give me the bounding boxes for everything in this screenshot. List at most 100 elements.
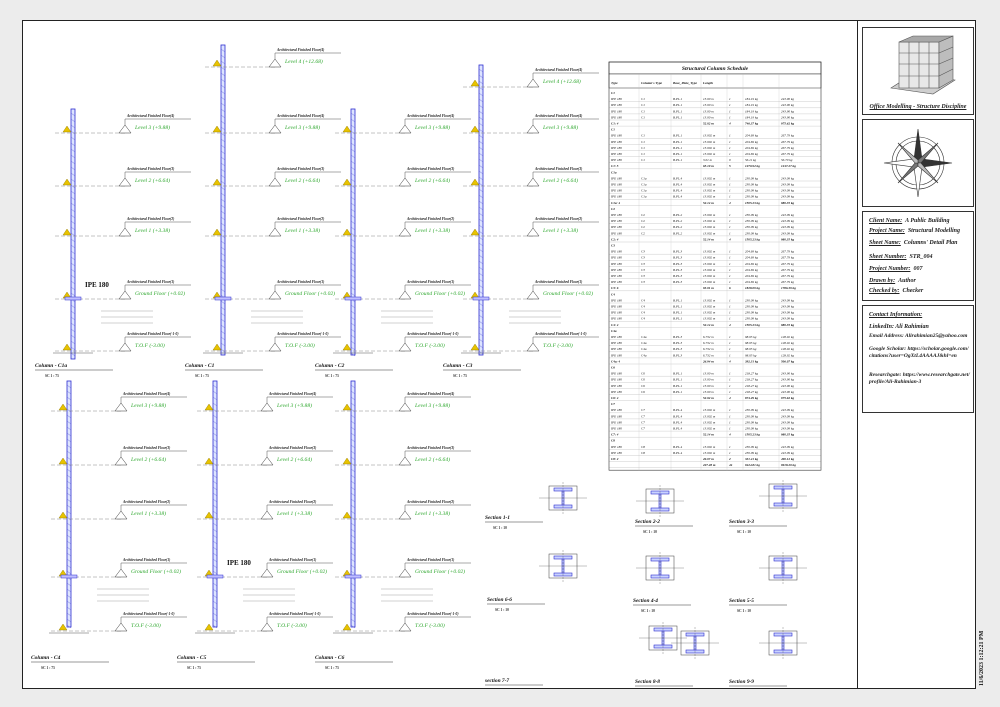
level-name: Ground Floor (+0.02)	[543, 290, 593, 297]
schedule-cell: 13.002 m	[703, 225, 716, 229]
level-marker-icon	[526, 290, 540, 300]
schedule-cell: 4	[728, 201, 731, 205]
schedule-cell: 52.14 m	[703, 237, 714, 241]
column-hatch	[350, 232, 356, 237]
column-hatch	[350, 450, 356, 455]
column-hatch	[478, 248, 484, 253]
base-plate-outline	[548, 553, 578, 579]
schedule-cell: 13.002 m	[703, 420, 716, 424]
column-member	[350, 380, 356, 628]
drawing-area: Architectural Finished Floor(4)Level 3 (…	[31, 44, 822, 687]
column-hatch	[66, 498, 72, 503]
column-hatch	[212, 456, 218, 461]
column-hatch	[70, 316, 76, 321]
schedule-cell: IPE 180	[610, 451, 622, 455]
schedule-cell: B.PL.3	[673, 262, 683, 266]
schedule-cell: 13.00 m	[703, 109, 714, 113]
column-hatch	[70, 322, 76, 327]
schedule-cell: IPE 180	[610, 189, 622, 193]
floor-tag-label: Architectural Finished Floor(1)	[276, 280, 324, 284]
section-detail-8: Section 8-8SC 1 : 10	[635, 627, 719, 687]
schedule-cell: IPE 180	[610, 408, 622, 412]
schedule-cell: B.PL.3	[673, 347, 683, 351]
column-hatch	[66, 528, 72, 533]
column-hatch	[212, 510, 218, 515]
level-name: T.O.F (-3.00)	[415, 342, 445, 349]
column-hatch	[350, 220, 356, 225]
schedule-cell: 1	[729, 420, 731, 424]
floor-tag-label: Architectural Finished Floor(2)	[534, 217, 582, 221]
schedule-cell: 6.732 m	[703, 353, 714, 357]
schedule-cell: B.PL.3	[673, 280, 683, 284]
level-marker-icon	[114, 568, 128, 578]
schedule-cell: 1505.23 kg	[745, 201, 760, 205]
column-hatch	[478, 206, 484, 211]
schedule-cell: C1	[641, 97, 645, 101]
level-name: T.O.F (-3.00)	[543, 342, 573, 349]
schedule-cell: 1	[729, 134, 731, 138]
base-plate-outline	[645, 555, 675, 581]
schedule-cell: 2	[728, 457, 731, 461]
elevation-tag-icon	[58, 403, 68, 411]
schedule-cell: C4	[641, 305, 645, 309]
schedule-cell: 218.27 kg	[745, 390, 758, 394]
schedule-cell: C6	[641, 378, 645, 382]
schedule-cell: C1: 4	[611, 122, 619, 126]
schedule-cell: B.PL.3	[673, 268, 683, 272]
schedule-cell: C1a	[641, 183, 647, 187]
column-title: Column - C1a	[35, 363, 67, 369]
scholar-text: Google Scholar: https://scholar.google.c…	[869, 346, 969, 359]
column-hatch	[70, 130, 76, 135]
schedule-cell: C8	[641, 445, 645, 449]
base-plate-outline	[768, 630, 798, 656]
schedule-cell: C4a: 4	[611, 359, 620, 363]
column-hatch	[478, 236, 484, 241]
column-hatch	[478, 152, 484, 157]
section-scale: SC 1 : 10	[641, 609, 655, 613]
schedule-cell: 52.02 m	[703, 396, 714, 400]
column-hatch	[70, 214, 76, 219]
section-detail-5: Section 4-4SC 1 : 10	[633, 552, 691, 613]
schedule-group-label: C1	[611, 128, 615, 132]
level-name: Level 1 (+3.38)	[414, 227, 450, 234]
column-hatch	[220, 336, 226, 341]
column-hatch	[478, 314, 484, 319]
column-hatch	[478, 218, 484, 223]
column-hatch	[350, 498, 356, 503]
schedule-cell: 13.002 m	[703, 183, 716, 187]
column-hatch	[70, 334, 76, 339]
column-hatch	[350, 552, 356, 557]
section-title: Section 1-1	[485, 515, 510, 521]
column-hatch	[220, 192, 226, 197]
column-hatch	[220, 300, 226, 305]
schedule-cell: C2	[641, 219, 645, 223]
schedule-border	[608, 61, 822, 471]
schedule-cell: B.PL.1	[673, 97, 683, 101]
schedule-cell: IPE 180	[610, 225, 622, 229]
column-hatch	[220, 162, 226, 167]
column-hatch	[70, 292, 76, 297]
floor-tag-label: Architectural Finished Floor(4)	[276, 114, 324, 118]
column-hatch	[220, 180, 226, 185]
schedule-cell: IPE 180	[610, 250, 622, 254]
schedule-cell: C6	[641, 390, 645, 394]
level-name: Level 2 (+6.64)	[542, 177, 578, 184]
schedule-cell: 243.09 kg	[781, 195, 794, 199]
compass-rose-icon	[883, 128, 953, 198]
schedule-cell: B.PL.4	[673, 451, 683, 455]
column-hatch	[212, 546, 218, 551]
schedule-cell: 204.69 kg	[745, 250, 758, 254]
column-hatch	[350, 426, 356, 431]
schedule-group-label: C4a	[611, 329, 617, 333]
floor-tag-label: Architectural Finished Floor(2)	[126, 217, 174, 221]
column-hatch	[212, 462, 218, 467]
column-hatch	[212, 600, 218, 605]
column-hatch	[478, 260, 484, 265]
schedule-cell: 1	[729, 311, 731, 315]
column-hatch	[350, 474, 356, 479]
column-hatch	[350, 346, 356, 351]
level-name: T.O.F (-3.00)	[131, 622, 161, 629]
schedule-cell: 1	[729, 152, 731, 156]
base-plate-outline	[768, 555, 798, 581]
